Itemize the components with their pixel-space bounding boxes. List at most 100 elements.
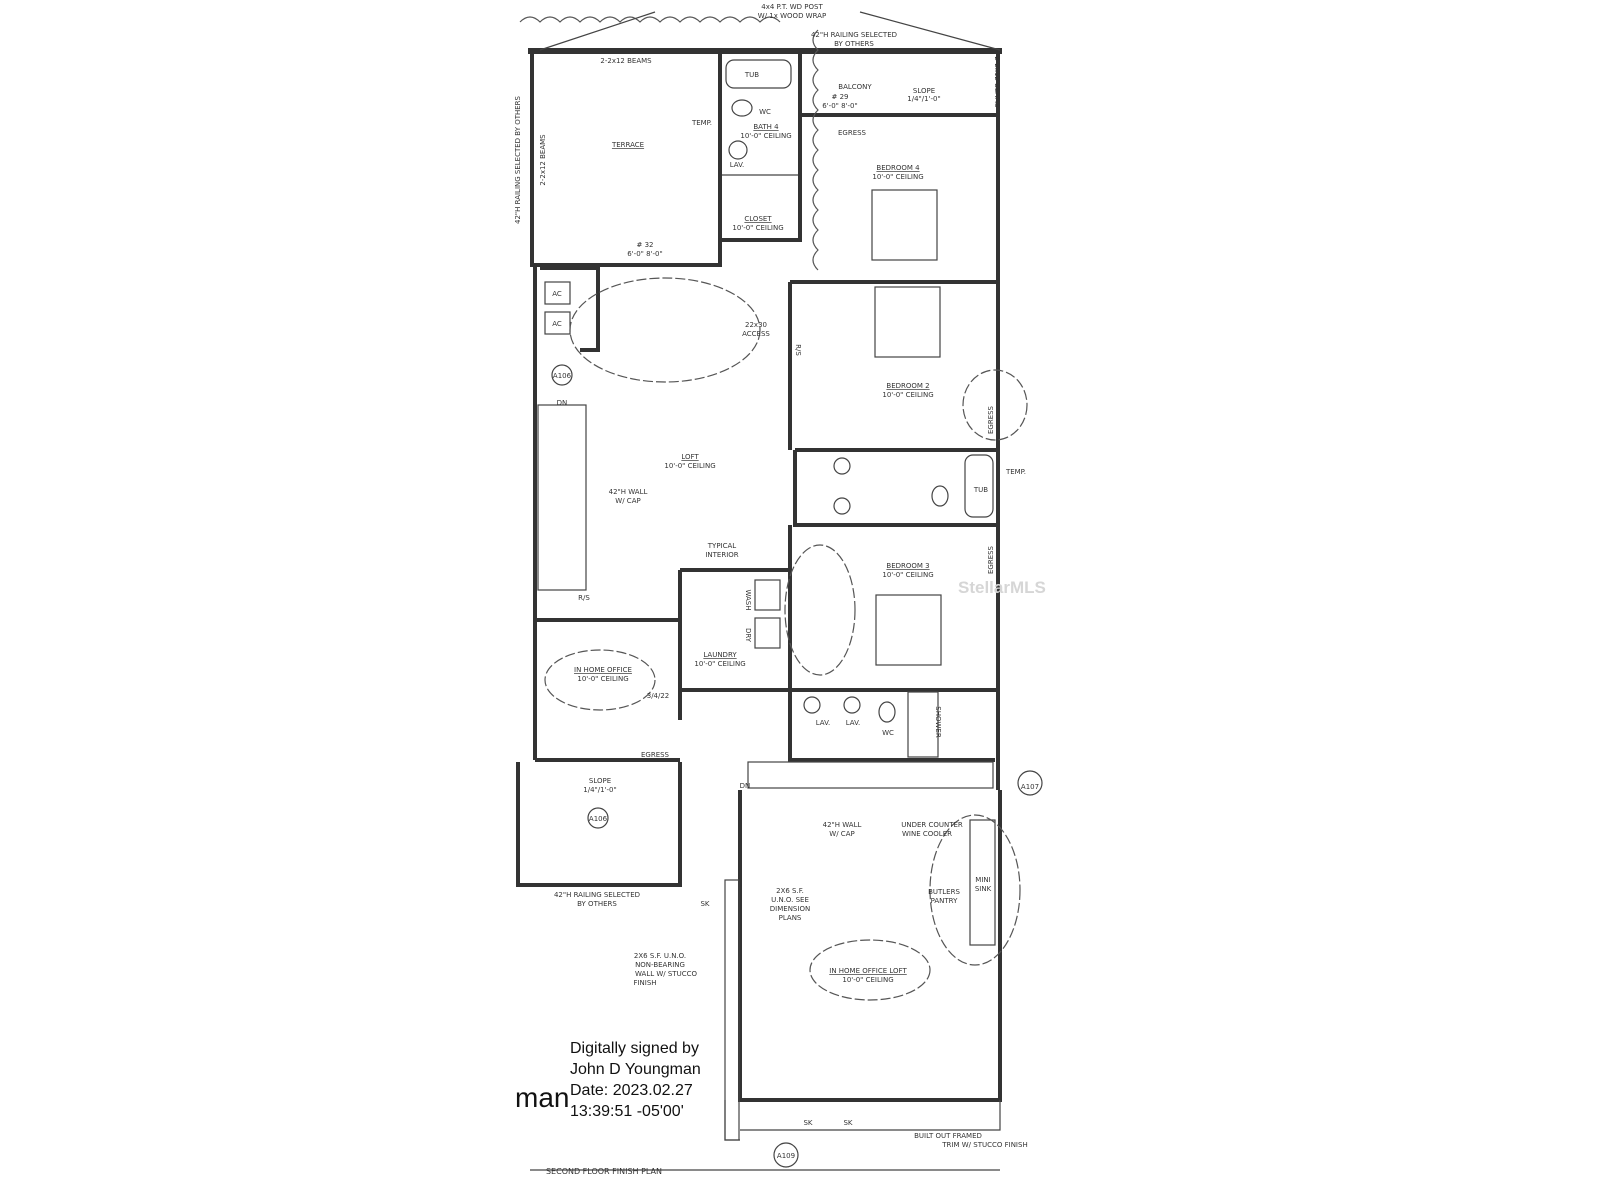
note: 42"H RAILING SELECTED xyxy=(811,31,897,39)
note: SK xyxy=(700,900,709,908)
signature-line: 13:39:51 -05'00' xyxy=(570,1103,684,1120)
note: BUILT OUT FRAMED xyxy=(914,1132,982,1140)
note: FINISH xyxy=(633,979,656,987)
note: UNDER COUNTER xyxy=(901,821,963,829)
shower-icon xyxy=(907,691,939,758)
tub-icon xyxy=(964,454,994,518)
note: BY OTHERS xyxy=(834,40,874,48)
room-label-laundry: LAUNDRY xyxy=(703,651,737,659)
note: WASH xyxy=(744,589,752,610)
ceiling-label: 10'-0" CEILING xyxy=(882,391,933,399)
note: 1/4"/1'-0" xyxy=(583,786,616,794)
section-marker xyxy=(587,807,609,829)
ceiling-label: 10'-0" CEILING xyxy=(872,173,923,181)
note: EGRESS xyxy=(838,129,867,137)
plan-title: SECOND FLOOR FINISH PLAN xyxy=(546,1167,662,1176)
washer-icon xyxy=(754,579,781,611)
signature-line: Digitally signed by xyxy=(570,1040,699,1057)
note: NON-BEARING xyxy=(635,961,685,969)
ceiling-label: 10'-0" CEILING xyxy=(842,976,893,984)
note: U.N.O. SEE xyxy=(771,896,809,904)
note: LAV. xyxy=(730,161,745,169)
note: 6'-0" 8'-0" xyxy=(627,250,662,258)
bed-icon xyxy=(871,189,938,261)
note: 3/4/22 xyxy=(647,692,670,700)
note: DN xyxy=(740,782,751,790)
note: EGRESS xyxy=(987,545,995,574)
note: TYPICAL xyxy=(707,542,737,550)
note: DRY xyxy=(744,628,752,643)
signature-partial-name: man xyxy=(515,1082,570,1113)
note: 2-2x12 BEAMS xyxy=(600,57,652,65)
note: AC xyxy=(552,290,562,298)
toilet-icon xyxy=(878,701,896,723)
room-label-terrace: TERRACE xyxy=(611,141,644,149)
section-ref: A106 xyxy=(589,815,608,823)
note: 4x4 P.T. WD POST xyxy=(761,3,823,11)
ceiling-label: 10'-0" CEILING xyxy=(740,132,791,140)
room-label-bedroom4: BEDROOM 4 xyxy=(876,164,920,172)
note: R/S xyxy=(794,344,802,356)
note: SLOPE xyxy=(913,87,935,95)
note: LAV. xyxy=(846,719,861,727)
note: # 32 xyxy=(637,241,654,249)
room-label-office-loft: IN HOME OFFICE LOFT xyxy=(829,967,907,975)
section-marker xyxy=(1017,770,1043,796)
note: BUTLERS xyxy=(928,888,960,896)
note: 2-2x12 BEAMS xyxy=(539,134,547,186)
note: TUB xyxy=(973,486,988,494)
room-label-bedroom3: BEDROOM 3 xyxy=(886,562,929,570)
note: BY OTHERS xyxy=(577,900,617,908)
stairs xyxy=(537,404,994,789)
note: TEMP. xyxy=(691,119,712,127)
bed-icon xyxy=(874,286,941,358)
note: R/S xyxy=(578,594,590,602)
ac-unit-icon xyxy=(544,311,571,335)
note: DN xyxy=(557,399,568,407)
sink-icon xyxy=(843,696,861,714)
section-ref: A107 xyxy=(1021,783,1039,791)
ac-unit-icon xyxy=(544,281,571,305)
note: W/ 1x WOOD WRAP xyxy=(758,12,826,20)
room-label-balcony: BALCONY xyxy=(838,83,872,91)
watermark: StellarMLS xyxy=(958,578,1046,597)
room-label-office: IN HOME OFFICE xyxy=(574,666,632,674)
note: 42"H WALL xyxy=(609,488,648,496)
note: WC xyxy=(882,729,894,737)
toilet-icon xyxy=(931,485,949,507)
sink-icon xyxy=(833,457,851,475)
walls xyxy=(516,48,1002,1141)
note: 2X6 S.F. xyxy=(776,887,804,895)
note: 6'-0" 8'-0" xyxy=(822,102,857,110)
room-label-loft: LOFT xyxy=(681,453,699,461)
sink-icon xyxy=(728,140,748,160)
note: SK xyxy=(803,1119,812,1127)
note: DIMENSION xyxy=(770,905,810,913)
room-label-bath4: BATH 4 xyxy=(753,123,779,131)
note: 2X6 S.F. U.N.O. xyxy=(634,952,686,960)
tub-icon xyxy=(725,59,792,89)
ceiling-label: 10'-0" CEILING xyxy=(882,571,933,579)
section-ref: A106 xyxy=(553,372,572,380)
note: SLOPE xyxy=(589,777,611,785)
note: 22x30 xyxy=(745,321,767,329)
dryer-icon xyxy=(754,617,781,649)
note: EGRESS xyxy=(987,405,995,434)
toilet-icon xyxy=(731,99,753,117)
note: 42"H WALL xyxy=(823,821,862,829)
section-marker xyxy=(551,364,573,386)
ceiling-label: 10'-0" CEILING xyxy=(664,462,715,470)
note: # 29 xyxy=(832,93,849,101)
room-label-bedroom2: BEDROOM 2 xyxy=(886,382,929,390)
note: AC xyxy=(552,320,562,328)
note: WALL W/ STUCCO xyxy=(635,970,697,978)
note: PLANS xyxy=(779,914,802,922)
section-ref: A109 xyxy=(777,1152,795,1160)
note: SHOWER xyxy=(934,706,942,738)
note: 42"H RAILING SELECTED xyxy=(554,891,640,899)
note: LAV. xyxy=(816,719,831,727)
counter-icon xyxy=(969,819,996,946)
note: TUB xyxy=(744,71,759,79)
note: TRIM W/ STUCCO FINISH xyxy=(941,1141,1027,1149)
